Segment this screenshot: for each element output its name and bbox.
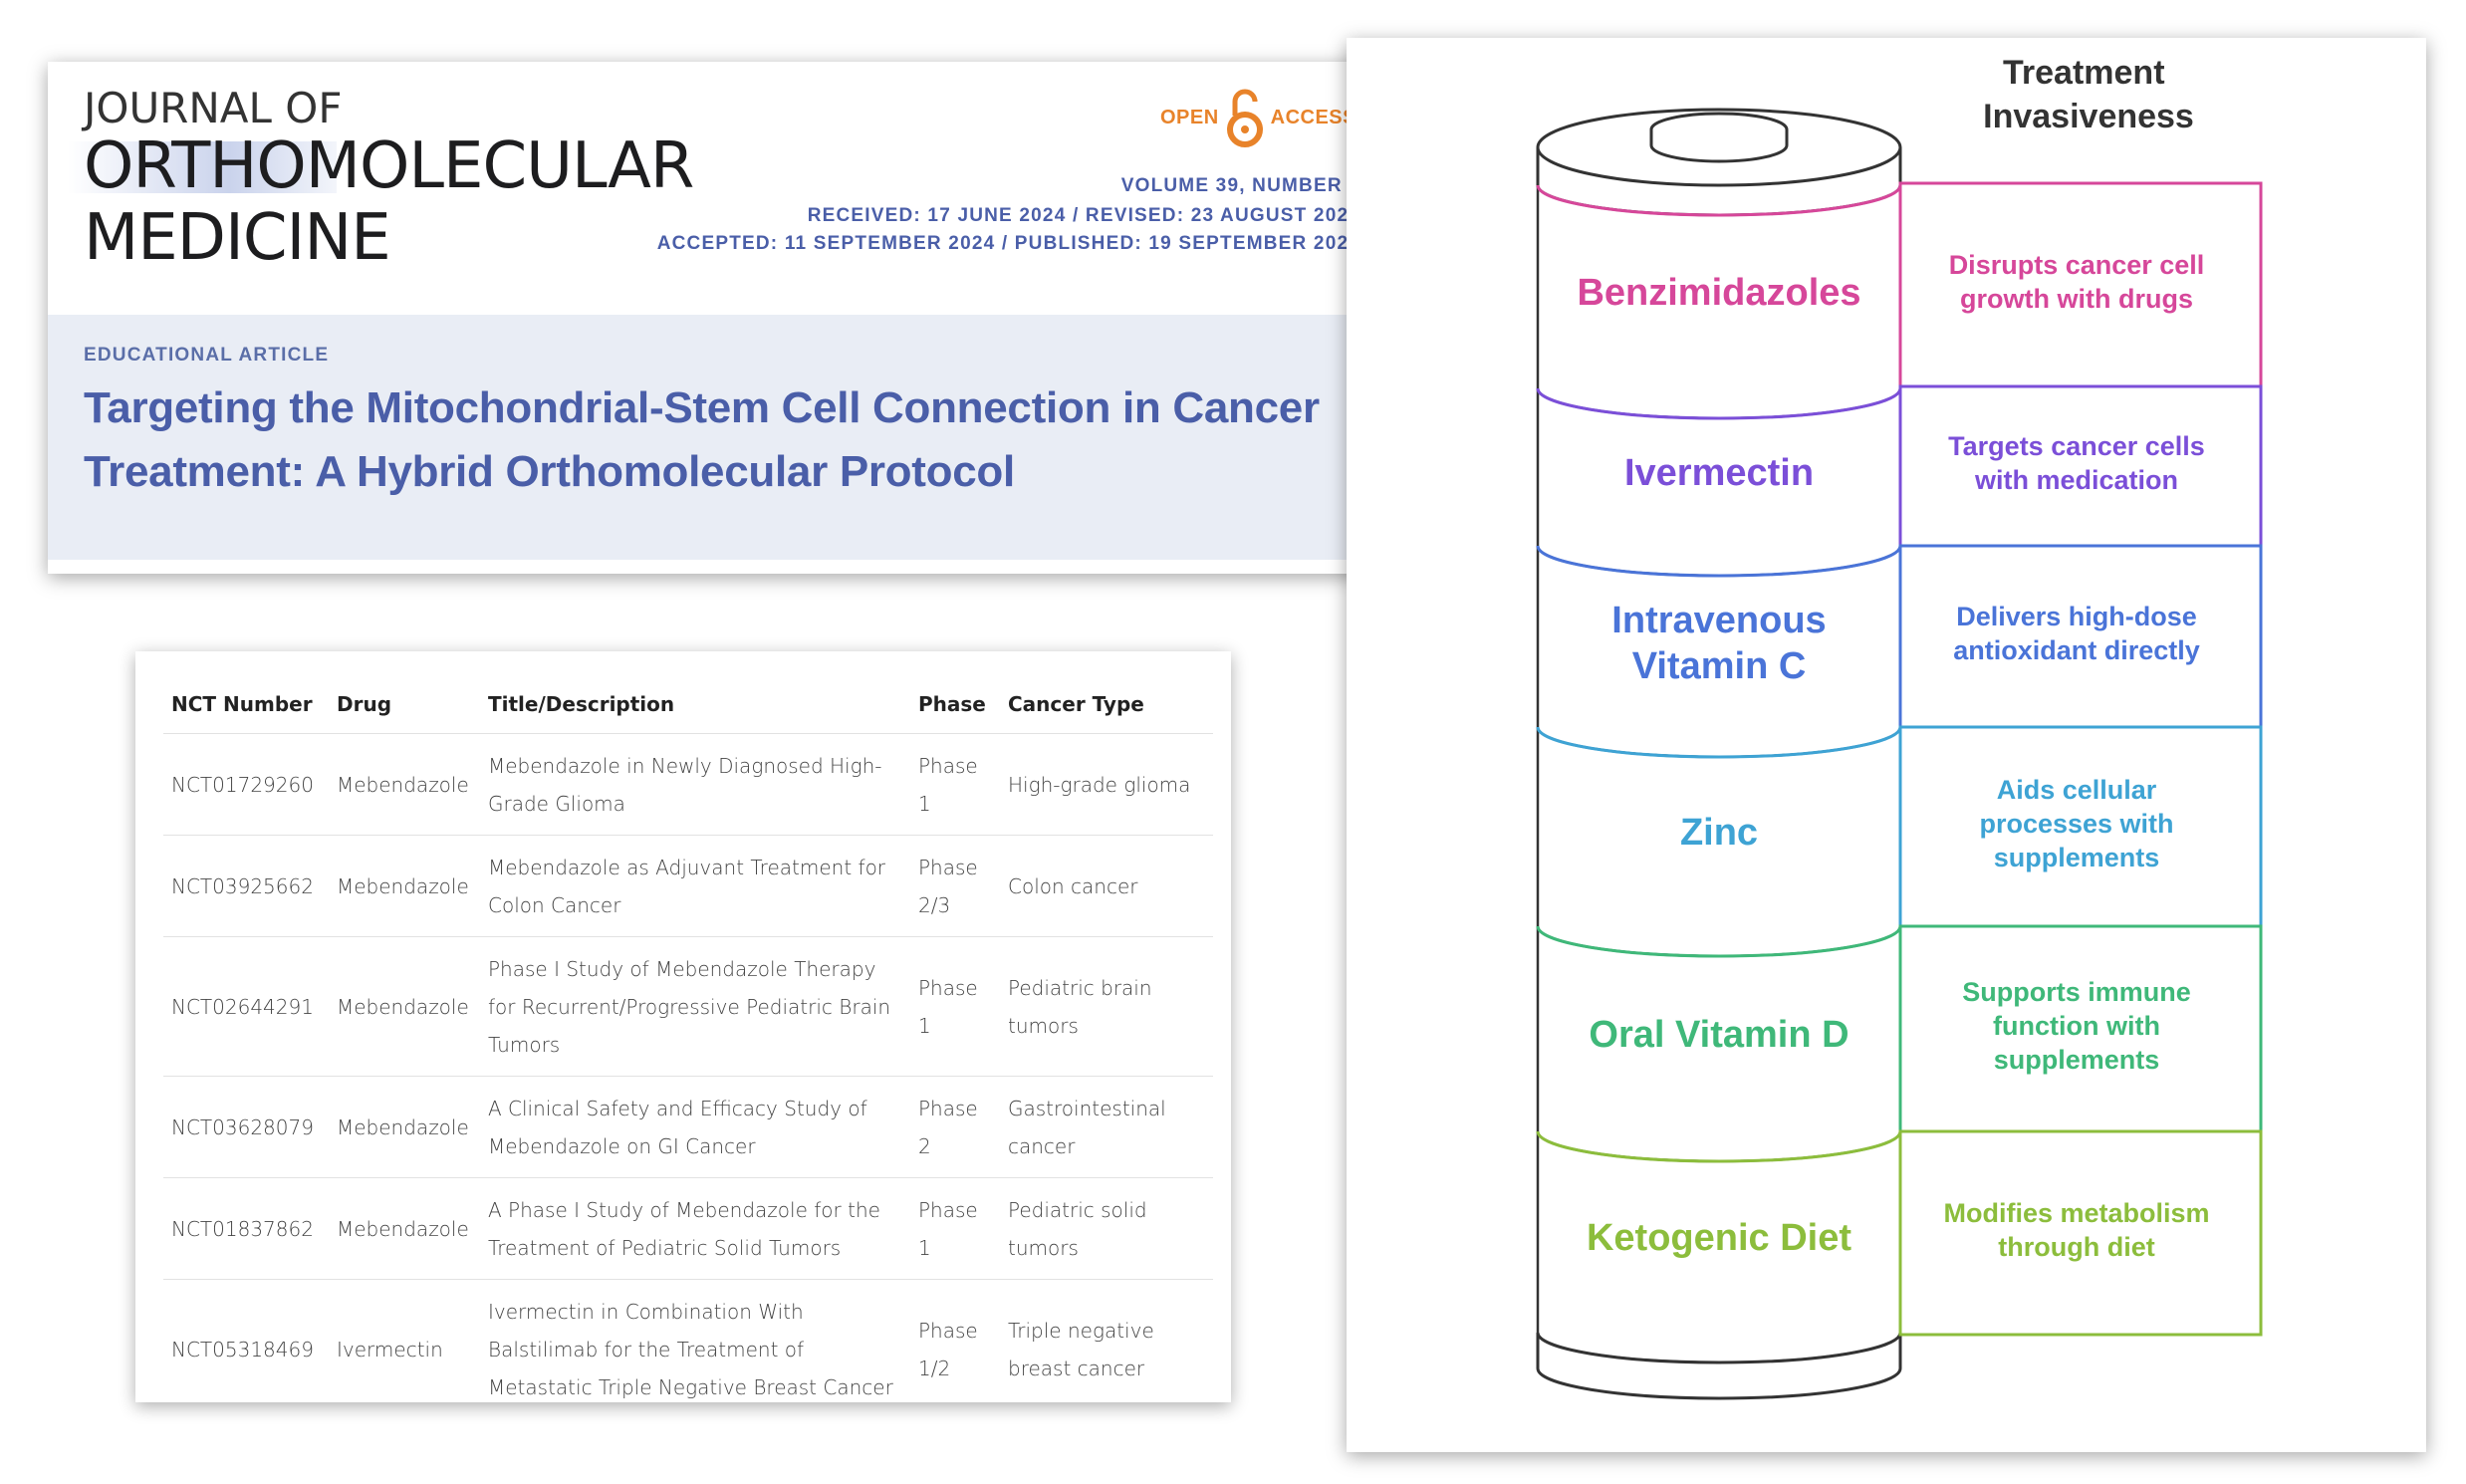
header-phase: Phase [910, 675, 1000, 734]
table-row: NCT02644291 Mebendazole Phase I Study of… [163, 936, 1213, 1077]
description-box [1898, 181, 2263, 388]
journal-name-highlight [68, 141, 337, 193]
cell-drug: Mebendazole [329, 733, 480, 836]
cylinder-base [1536, 1332, 1902, 1400]
journal-header-card: JOURNAL OF ORTHOMOLECULAR MEDICINE OPEN … [48, 62, 1426, 574]
open-access-badge: OPEN ACCESS [1160, 86, 1356, 149]
open-access-left-text: OPEN [1159, 106, 1219, 128]
segment-label: Zinc [1680, 812, 1758, 854]
cell-title: A Clinical Safety and Efficacy Study of … [480, 1076, 910, 1178]
cell-nct-number: NCT03925662 [163, 835, 329, 937]
table-header-row: NCT Number Drug Title/Description Phase … [163, 675, 1213, 734]
table-row: NCT01837862 Mebendazole A Phase I Study … [163, 1177, 1213, 1280]
cell-title: Ivermectin in Combination With Balstilim… [488, 1299, 893, 1399]
diagram-title-line-1: Treatment [2003, 54, 2165, 92]
volume-number: VOLUME 39, NUMBER 3 [1120, 175, 1360, 196]
cell-nct-number: NCT02644291 [163, 936, 329, 1077]
table-row: NCT05318469 Ivermectin Ivermectin in Com… [163, 1280, 1213, 1419]
cell-drug: Mebendazole [329, 1177, 480, 1280]
open-lock-icon [1226, 89, 1263, 147]
header-nct-number: NCT Number [163, 675, 329, 734]
received-revised-dates: RECEIVED: 17 JUNE 2024 / REVISED: 23 AUG… [807, 205, 1360, 226]
cell-drug: Ivermectin [337, 1337, 443, 1361]
cell-title: A Phase I Study of Mebendazole for the T… [480, 1177, 910, 1280]
header-title-description: Title/Description [480, 675, 910, 734]
cell-phase: Phase 2/3 [910, 835, 1000, 937]
segment-rim [1536, 184, 1902, 217]
description-box [1898, 924, 2263, 1133]
journal-name-line-2: ORTHOMOLECULAR [84, 129, 694, 203]
cell-cancer-type: High-grade glioma [1000, 733, 1213, 836]
accepted-published-dates: ACCEPTED: 11 SEPTEMBER 2024 / PUBLISHED:… [656, 233, 1360, 254]
cell-cancer-type: Gastrointestinal cancer [1000, 1076, 1213, 1178]
cell-cancer-type: Colon cancer [1000, 835, 1213, 937]
segment-rim [1536, 387, 1902, 420]
table-row: NCT03628079 Mebendazole A Clinical Safet… [163, 1076, 1213, 1178]
journal-name-line-3: MEDICINE [84, 201, 391, 275]
description-box [1898, 384, 2263, 548]
clinical-trials-table: NCT Number Drug Title/Description Phase … [163, 675, 1213, 1419]
cell-title: Mebendazole in Newly Diagnosed High-Grad… [480, 733, 910, 836]
segment-rim [1536, 925, 1902, 958]
article-type: EDUCATIONAL ARTICLE [84, 345, 330, 366]
cell-phase: Phase 1 [910, 936, 1000, 1077]
segment-label: Oral Vitamin D [1589, 1014, 1849, 1056]
cell-title: Phase I Study of Mebendazole Therapy for… [480, 936, 910, 1077]
description-box [1898, 725, 2263, 928]
segment-rim [1536, 1130, 1902, 1163]
segment-label: Ivermectin [1624, 452, 1814, 494]
description-box [1898, 544, 2263, 729]
table-row: NCT01729260 Mebendazole Mebendazole in N… [163, 733, 1213, 836]
cell-title: Mebendazole as Adjuvant Treatment for Co… [480, 835, 910, 937]
header-drug: Drug [329, 675, 480, 734]
treatment-invasiveness-diagram: Treatment Invasiveness BenzimidazolesIve… [1536, 54, 2263, 1400]
cell-phase: Phase 1/2 [918, 1318, 978, 1380]
description-box [1898, 1129, 2263, 1337]
journal-name-line-1: JOURNAL OF [84, 84, 343, 132]
diagram-title-line-2: Invasiveness [1983, 98, 2194, 135]
table-row: NCT03925662 Mebendazole Mebendazole as A… [163, 835, 1213, 937]
cell-phase: Phase 2 [910, 1076, 1000, 1178]
cell-drug: Mebendazole [329, 835, 480, 937]
article-info-band: EDUCATIONAL ARTICLE Targeting the Mitoch… [48, 315, 1404, 560]
segment-label: Benzimidazoles [1577, 272, 1860, 314]
cell-nct-number: NCT01729260 [163, 733, 329, 836]
cell-drug: Mebendazole [329, 936, 480, 1077]
diagram-title: Treatment Invasiveness [1983, 54, 2194, 135]
header-cancer-type: Cancer Type [1000, 675, 1213, 734]
cell-nct-number: NCT03628079 [163, 1076, 329, 1178]
cell-cancer-type: Pediatric brain tumors [1000, 936, 1213, 1077]
open-access-right-text: ACCESS [1270, 106, 1356, 128]
cell-phase: Phase 1 [910, 1177, 1000, 1280]
cell-drug: Mebendazole [329, 1076, 480, 1178]
cylinder-cap-side [1649, 129, 1789, 163]
cell-phase: Phase 1 [910, 733, 1000, 836]
clinical-trials-table-card: NCT Number Drug Title/Description Phase … [135, 651, 1231, 1402]
cell-nct-number: NCT05318469 [171, 1337, 314, 1361]
segment-rim [1536, 726, 1902, 759]
segment-rim [1536, 545, 1902, 578]
segment-label: Ketogenic Diet [1587, 1217, 1851, 1259]
cell-cancer-type: Pediatric solid tumors [1000, 1177, 1213, 1280]
cell-cancer-type: Triple negative breast cancer [1008, 1318, 1154, 1380]
article-title: Targeting the Mitochondrial-Stem Cell Co… [84, 383, 1320, 496]
cell-nct-number: NCT01837862 [163, 1177, 329, 1280]
